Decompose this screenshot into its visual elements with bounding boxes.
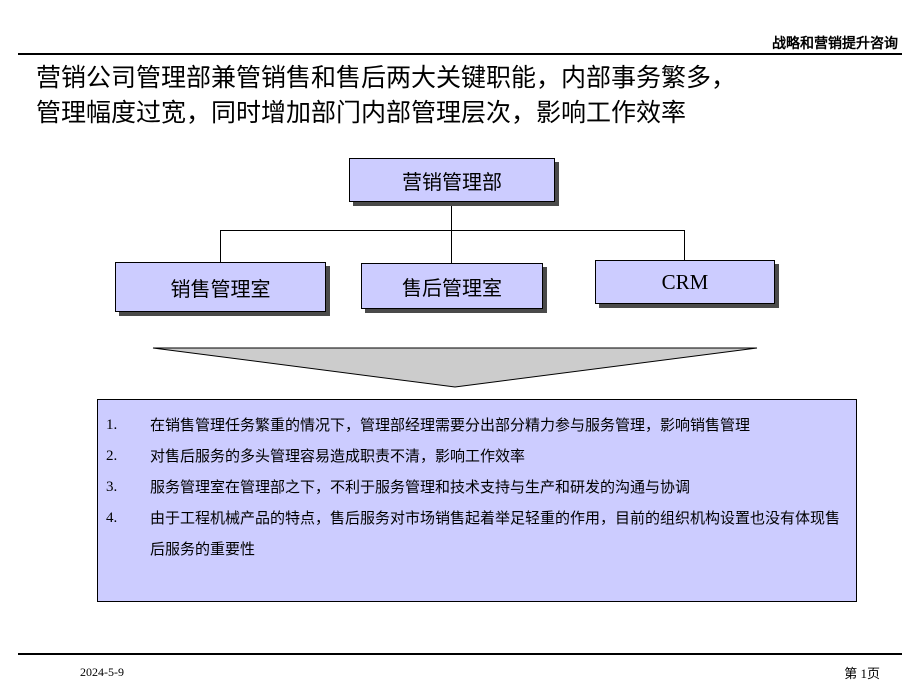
notes-box: 1. 在销售管理任务繁重的情况下，管理部经理需要分出部分精力参与服务管理，影响销…: [97, 399, 857, 602]
org-box-sales: 销售管理室: [115, 262, 326, 312]
note-number: 4.: [106, 510, 118, 526]
note-number: 3.: [106, 479, 118, 495]
org-box-root-label: 营销管理部: [402, 169, 502, 194]
down-arrow-shape: [152, 347, 758, 388]
org-box-crm: CRM: [595, 260, 775, 304]
org-box-after-sales: 售后管理室: [361, 263, 543, 309]
note-text: 服务管理室在管理部之下，不利于服务管理和技术支持与生产和研发的沟通与协调: [150, 478, 691, 496]
footer-date: 2024-5-9: [80, 665, 124, 679]
connector-child-3: [684, 230, 685, 260]
note-item: 4. 由于工程机械产品的特点，售后服务对市场销售起着举足轻重的作用，目前的组织机…: [98, 503, 856, 565]
note-item: 3. 服务管理室在管理部之下，不利于服务管理和技术支持与生产和研发的沟通与协调: [98, 472, 856, 503]
header-brand: 战略和营销提升咨询: [772, 36, 898, 52]
note-text: 对售后服务的多头管理容易造成职责不清，影响工作效率: [150, 447, 526, 465]
note-number: 1.: [106, 417, 118, 433]
headline-line-1: 营销公司管理部兼管销售和售后两大关键职能，内部事务繁多，: [36, 63, 737, 92]
note-item: 2. 对售后服务的多头管理容易造成职责不清，影响工作效率: [98, 441, 856, 472]
connector-horizontal: [220, 230, 685, 231]
headline-line-2: 管理幅度过宽，同时增加部门内部管理层次，影响工作效率: [36, 98, 687, 127]
note-number: 2.: [106, 448, 118, 464]
header-rule: [18, 53, 902, 55]
connector-child-1: [220, 230, 221, 262]
org-box-sales-label: 销售管理室: [170, 276, 271, 301]
footer-page-number: 第 1页: [844, 666, 880, 681]
footer-rule: [18, 653, 902, 655]
org-box-crm-label: CRM: [661, 269, 709, 294]
org-box-after-sales-label: 售后管理室: [402, 275, 502, 300]
connector-root-stem: [451, 200, 452, 231]
note-text: 由于工程机械产品的特点，售后服务对市场销售起着举足轻重的作用，目前的组织机构设置…: [150, 509, 841, 558]
headline: 营销公司管理部兼管销售和售后两大关键职能，内部事务繁多， 管理幅度过宽，同时增加…: [36, 60, 736, 130]
org-box-root: 营销管理部: [349, 158, 555, 202]
note-text: 在销售管理任务繁重的情况下，管理部经理需要分出部分精力参与服务管理，影响销售管理: [150, 416, 751, 434]
note-item: 1. 在销售管理任务繁重的情况下，管理部经理需要分出部分精力参与服务管理，影响销…: [98, 410, 856, 441]
connector-child-2: [451, 230, 452, 263]
